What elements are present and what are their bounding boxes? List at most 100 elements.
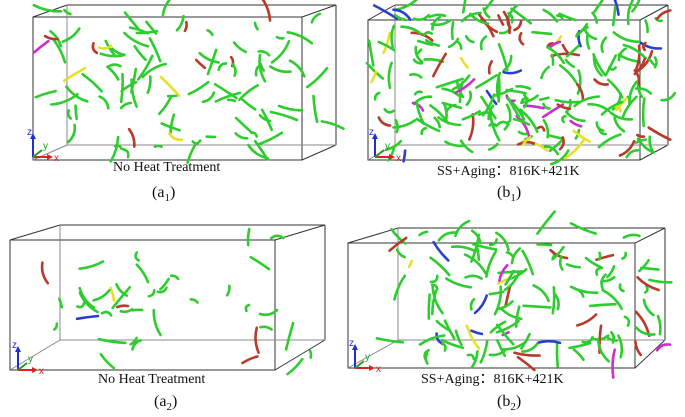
dislocation-line <box>523 93 529 109</box>
dislocation-line <box>611 348 616 379</box>
dislocation-line <box>159 75 181 97</box>
panel-a2-label: (a2) <box>154 393 178 414</box>
dislocation-line <box>462 0 467 14</box>
dislocation-line <box>572 348 585 361</box>
panel-b2-label: (b2) <box>497 393 522 414</box>
dislocation-line <box>600 100 624 116</box>
dislocation-line <box>655 9 672 21</box>
dislocation-line <box>546 42 554 48</box>
dislocation-line <box>610 331 616 344</box>
dislocation-line <box>241 98 257 111</box>
dislocation-line <box>455 79 465 99</box>
dislocation-line <box>306 67 329 89</box>
axis-x-label: x <box>376 364 381 375</box>
dislocation-line <box>201 91 216 104</box>
dislocation-line <box>97 44 113 50</box>
dislocation-line <box>422 31 433 37</box>
dislocation-line <box>634 340 642 357</box>
dislocation-line <box>548 134 563 140</box>
dislocation-line <box>606 265 616 279</box>
dislocation-line <box>99 52 125 58</box>
dislocation-line <box>98 95 110 110</box>
dislocation-line <box>183 20 188 33</box>
dislocation-line <box>387 61 393 90</box>
dislocation-line <box>638 49 654 71</box>
dislocation-line <box>258 308 279 317</box>
dislocation-line <box>450 245 476 252</box>
dislocation-line <box>81 73 103 93</box>
dislocation-line <box>131 339 142 351</box>
dislocation-line <box>507 12 514 24</box>
dislocation-line <box>377 40 396 52</box>
dislocation-line <box>109 135 120 163</box>
dislocation-line <box>543 145 559 156</box>
dislocation-line <box>561 114 567 124</box>
dislocation-line <box>615 96 628 112</box>
dislocation-line <box>514 305 521 328</box>
dislocation-line <box>475 242 481 261</box>
dislocation-line <box>373 91 381 101</box>
dislocation-line <box>497 43 509 72</box>
dislocation-line <box>50 93 79 106</box>
dislocation-line <box>459 56 469 69</box>
dislocation-line <box>597 133 622 149</box>
dislocation-line <box>626 0 635 26</box>
dislocation-line <box>634 44 641 73</box>
dislocation-line <box>134 251 140 262</box>
dislocation-line <box>435 319 451 332</box>
dislocation-line <box>186 144 197 164</box>
dislocation-line <box>109 286 116 303</box>
dislocation-line <box>497 77 501 103</box>
dislocation-line <box>479 339 489 364</box>
dislocation-line <box>146 75 152 94</box>
dislocation-line <box>100 310 113 317</box>
dislocation-line <box>592 55 603 77</box>
axis-y-label: y <box>365 352 370 363</box>
dislocation-line <box>461 110 481 121</box>
dislocation-line <box>593 78 609 86</box>
dislocation-line <box>537 339 562 345</box>
dislocation-line <box>390 228 407 245</box>
dislocation-line <box>475 73 498 89</box>
axis-y-label: y <box>43 141 48 152</box>
dislocation-line <box>613 0 620 16</box>
panel-b2-dislocations <box>375 210 673 379</box>
dislocation-line <box>466 353 476 361</box>
label-letter: b <box>502 184 511 201</box>
dislocation-line <box>517 130 528 136</box>
dislocation-line <box>505 88 527 95</box>
dislocation-line <box>542 102 551 110</box>
dislocation-line <box>617 53 638 63</box>
dislocation-line <box>566 263 581 269</box>
dislocation-line <box>495 231 510 252</box>
dislocation-line <box>575 82 585 102</box>
dislocation-line <box>261 0 272 22</box>
dislocation-line <box>485 250 497 278</box>
dislocation-line <box>441 87 460 97</box>
dislocation-line <box>444 140 464 148</box>
dislocation-line <box>493 285 503 316</box>
dislocation-line <box>496 120 510 126</box>
dislocation-line <box>148 37 162 63</box>
dislocation-line <box>145 20 158 35</box>
dislocation-line <box>269 65 292 74</box>
dislocation-line <box>123 31 150 48</box>
dislocation-line <box>127 127 136 148</box>
dislocation-line <box>454 219 471 238</box>
dislocation-line <box>445 277 473 289</box>
dislocation-line <box>485 89 498 106</box>
dislocation-line <box>447 37 460 49</box>
panel-b2-caption: SS+Aging：816K+421K <box>421 372 564 387</box>
dislocation-line <box>634 138 647 144</box>
dislocation-line <box>418 334 446 346</box>
dislocation-line <box>609 111 634 121</box>
dislocation-line <box>375 337 405 344</box>
dislocation-line <box>496 339 507 358</box>
dislocation-line <box>555 342 559 368</box>
axis-triad-a2: z x y <box>12 340 44 377</box>
dislocation-line <box>119 308 134 314</box>
dislocation-line <box>546 46 565 65</box>
dislocation-line <box>390 24 396 49</box>
dislocation-line <box>536 210 556 235</box>
dislocation-line <box>259 63 266 72</box>
